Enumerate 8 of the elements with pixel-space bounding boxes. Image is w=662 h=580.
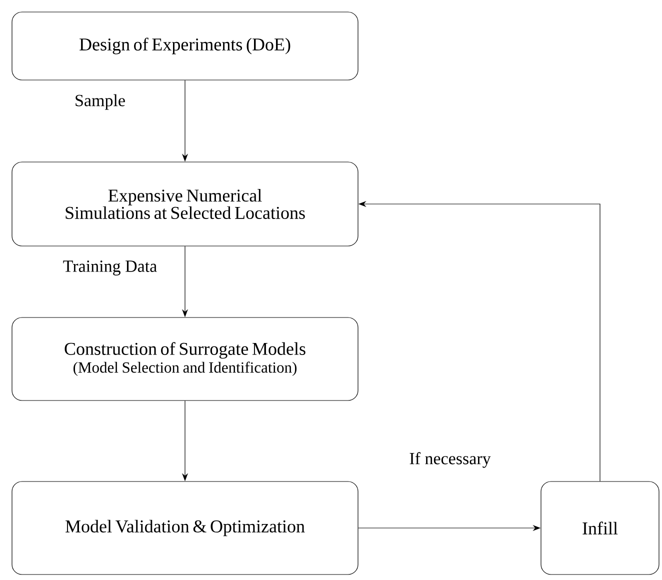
edge-label: If necessary — [407, 450, 493, 470]
process-box: Expensive Numerical Simulations at Selected Locations — [12, 162, 358, 246]
edge-label: Training Data — [60, 258, 160, 278]
process-box: Design of Experiments (DoE) — [12, 12, 358, 80]
process-box: Model Validation & Optimization — [12, 481, 358, 575]
process-box: Construction of Surrogate Models (Model Selection and Identification) — [12, 317, 358, 401]
edge-label: Sample — [72, 92, 128, 112]
process-box: Infill — [540, 481, 660, 575]
